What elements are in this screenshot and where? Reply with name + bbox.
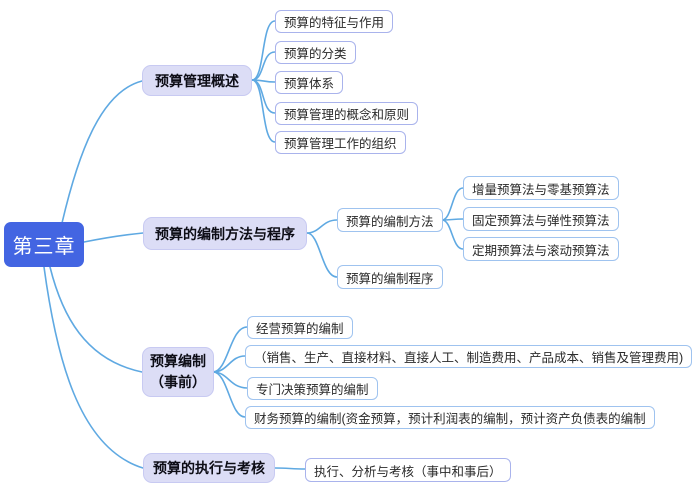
leaf-node-periodic-rolling[interactable]: 定期预算法与滚动预算法: [463, 237, 619, 261]
connector-line: [441, 219, 464, 250]
connector-line: [274, 467, 306, 470]
connector-line: [212, 371, 248, 389]
leaf-node-fixed-flexible[interactable]: 固定预算法与弹性预算法: [463, 207, 619, 231]
leaf-node-financial-budget[interactable]: 财务预算的编制(资金预算，预计利润表的编制，预计资产负债表的编制: [245, 406, 655, 429]
connector-line: [251, 51, 276, 81]
branch-node-budget-preparation-exante[interactable]: 预算编制 （事前）: [142, 347, 214, 397]
connector-line: [83, 232, 144, 243]
leaf-node-execution-analysis-assessment[interactable]: 执行、分析与考核（事中和事后）: [305, 458, 511, 482]
leaf-node-special-decision-budget[interactable]: 专门决策预算的编制: [247, 377, 378, 400]
leaf-node-operating-budget-items[interactable]: （销售、生产、直接材料、直接人工、制造费用、产品成本、销售及管理费用): [245, 345, 693, 368]
leaf-node-budget-system[interactable]: 预算体系: [275, 71, 344, 94]
connector-line: [212, 326, 248, 373]
branch-node-budget-methods-procedures[interactable]: 预算的编制方法与程序: [143, 217, 307, 250]
branch-label-line2: （事前）: [150, 374, 206, 390]
connector-line: [441, 218, 464, 221]
branch-label-stack: 预算编制 （事前）: [150, 351, 206, 393]
branch-label-line1: 预算编制: [150, 353, 206, 369]
leaf-node-budget-organization[interactable]: 预算管理工作的组织: [275, 131, 406, 154]
subnode-budget-preparation-procedure[interactable]: 预算的编制程序: [337, 265, 443, 289]
connector-line: [61, 80, 143, 224]
branch-node-budget-execution-assessment[interactable]: 预算的执行与考核: [143, 453, 275, 483]
connector-line: [49, 266, 143, 373]
leaf-node-budget-features[interactable]: 预算的特征与作用: [275, 10, 394, 33]
connector-line: [441, 187, 464, 221]
leaf-node-budget-concept-principles[interactable]: 预算管理的概念和原则: [275, 102, 419, 125]
branch-node-budget-management-overview[interactable]: 预算管理概述: [142, 65, 252, 96]
connector-line: [251, 79, 276, 114]
subnode-budget-preparation-methods[interactable]: 预算的编制方法: [337, 208, 443, 232]
connector-line: [212, 371, 246, 418]
connector-line: [251, 20, 276, 81]
connector-line: [306, 232, 338, 278]
connector-line: [251, 79, 276, 143]
leaf-node-budget-classification[interactable]: 预算的分类: [275, 41, 356, 64]
leaf-node-operating-budget[interactable]: 经营预算的编制: [247, 316, 353, 339]
leaf-node-incremental-zero-based[interactable]: 增量预算法与零基预算法: [463, 176, 619, 200]
connector-line: [306, 219, 338, 234]
root-node-chapter[interactable]: 第三章: [4, 222, 84, 267]
connector-line: [212, 355, 246, 373]
connector-line: [43, 266, 144, 469]
connector-line: [251, 79, 276, 83]
